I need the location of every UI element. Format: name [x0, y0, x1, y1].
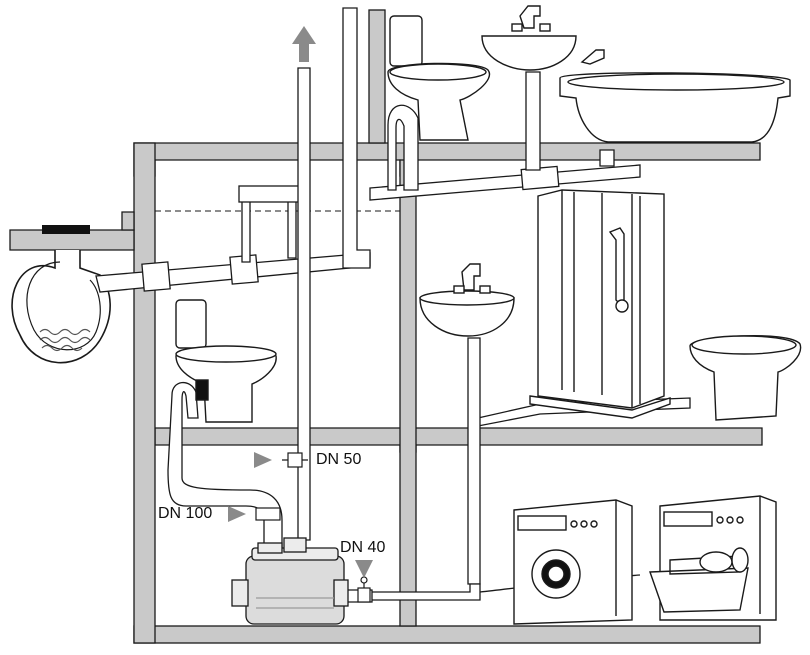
lifting-pump-unit — [231, 537, 349, 625]
middle-wash-basin — [419, 263, 515, 337]
up-arrow-icon — [292, 26, 316, 62]
pump-right-flange — [333, 579, 349, 607]
bathtub — [559, 49, 791, 143]
bathtub-body — [559, 72, 791, 143]
sewer-water-icon — [39, 328, 91, 352]
upper-basin-tap — [519, 5, 541, 29]
pipe-coupling-1 — [141, 261, 171, 292]
dn50-pointer-icon — [254, 452, 272, 468]
shower-tray — [529, 395, 671, 419]
upper-toilet-outlet — [387, 104, 419, 191]
central-wall — [399, 159, 417, 627]
pump-body — [245, 555, 345, 625]
lower-toilet — [175, 299, 277, 423]
upper-wash-basin — [481, 5, 577, 71]
basin-upper-drain — [525, 71, 541, 171]
toilet-discharge-pipe — [167, 381, 283, 554]
dn100-label: DN 100 — [158, 505, 213, 522]
appliance-drain-pipe — [369, 583, 481, 601]
vent-pipe — [297, 67, 311, 541]
upper-toilet-tank — [389, 15, 423, 67]
wall-notch — [121, 211, 135, 231]
middle-basin-bowl — [419, 297, 515, 337]
pump-port-dn100 — [257, 542, 283, 554]
pump-ribs — [256, 597, 334, 609]
valve-dn100 — [255, 507, 281, 521]
upper-wall — [368, 9, 386, 144]
washing-machine — [513, 499, 633, 625]
basin-lower-drain — [467, 337, 481, 585]
bath-drain — [599, 149, 615, 167]
dn40-label: DN 40 — [340, 539, 386, 556]
sewer-chamber-inner — [26, 261, 101, 351]
valve-dn50 — [282, 452, 308, 468]
shower-cabin — [529, 189, 671, 419]
toilet-seal — [195, 379, 209, 401]
pump-side-flange — [231, 579, 249, 607]
dn50-label: DN 50 — [316, 451, 362, 468]
manhole-cover — [42, 225, 90, 234]
shower-cabin-frame — [537, 189, 665, 409]
loop-fitting — [238, 185, 300, 203]
lower-toilet-tank — [175, 299, 207, 349]
ground-outer-step — [9, 229, 135, 251]
dn40-pointer-icon — [355, 560, 373, 578]
sewer — [11, 225, 111, 364]
middle-floor-slab — [154, 427, 763, 453]
middle-toilet — [689, 335, 802, 421]
upper-floor-slab — [133, 142, 761, 177]
middle-basin-tap — [461, 263, 481, 291]
pump-port-dn50 — [283, 537, 307, 553]
left-outer-wall — [133, 142, 156, 644]
basement-floor — [133, 625, 761, 644]
upper-toilet — [387, 15, 491, 141]
soil-stack — [342, 7, 371, 269]
dn100-pointer-icon — [228, 506, 246, 522]
bath-tap — [580, 49, 605, 65]
dishwasher — [649, 495, 777, 621]
dishwasher-open-door — [649, 567, 749, 613]
valve-dn40 — [357, 576, 371, 603]
upper-basin-bowl — [481, 35, 577, 71]
